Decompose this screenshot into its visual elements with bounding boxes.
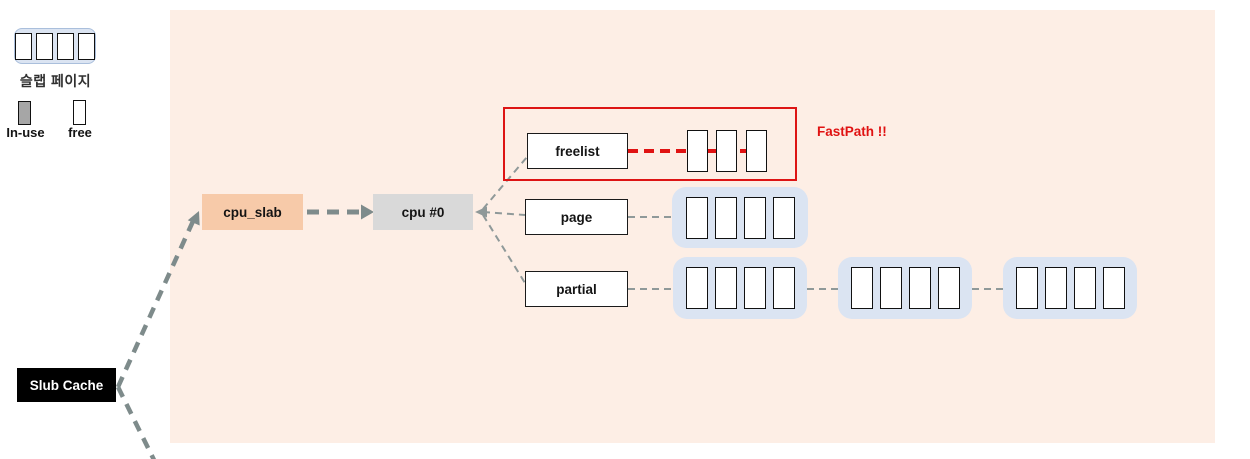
slab-cell (743, 196, 766, 239)
node-cpu-0: cpu #0 (373, 194, 473, 230)
legend-slab-cell (57, 32, 74, 60)
slab-cell (1073, 267, 1096, 309)
slab-cell (714, 196, 737, 239)
slub-down-line (115, 386, 157, 459)
slab-cell (850, 267, 873, 309)
slab-cell (879, 267, 902, 309)
legend-slab-page (14, 28, 96, 64)
legend-inuse-swatch (18, 101, 31, 125)
slab-cell (685, 196, 708, 239)
legend-free-swatch (73, 100, 86, 125)
slab-cell (743, 267, 766, 309)
legend-slab-label: 슬랩 페이지 (19, 73, 92, 89)
slab-cell (772, 196, 795, 239)
legend-slab-cell (15, 32, 32, 60)
slab-page (672, 187, 808, 248)
slab-cell (1102, 267, 1125, 309)
slab-cell (714, 267, 737, 309)
slab-cell (685, 267, 708, 309)
slab-page-partial (673, 257, 807, 319)
node-cpu-slab: cpu_slab (202, 194, 303, 230)
node-slub-cache: Slub Cache (17, 368, 116, 402)
slab-page-partial (1003, 257, 1137, 319)
fastpath-annotation: FastPath !! (817, 124, 887, 139)
slab-page-partial (838, 257, 972, 319)
slab-cell (772, 267, 795, 309)
legend-slab-cell (78, 32, 95, 60)
fastpath-highlight-box (503, 107, 797, 181)
legend-free-label: free (68, 125, 92, 140)
slab-cell (1044, 267, 1067, 309)
slab-cell (1015, 267, 1038, 309)
node-partial: partial (525, 271, 628, 307)
slab-cell (908, 267, 931, 309)
node-page: page (525, 199, 628, 235)
freelist-object-cell (716, 130, 737, 172)
node-freelist: freelist (527, 133, 628, 169)
legend-inuse-label: In-use (6, 125, 45, 140)
freelist-object-cell (746, 130, 767, 172)
slab-cell (937, 267, 960, 309)
freelist-object-cell (687, 130, 708, 172)
legend-slab-cell (36, 32, 53, 60)
